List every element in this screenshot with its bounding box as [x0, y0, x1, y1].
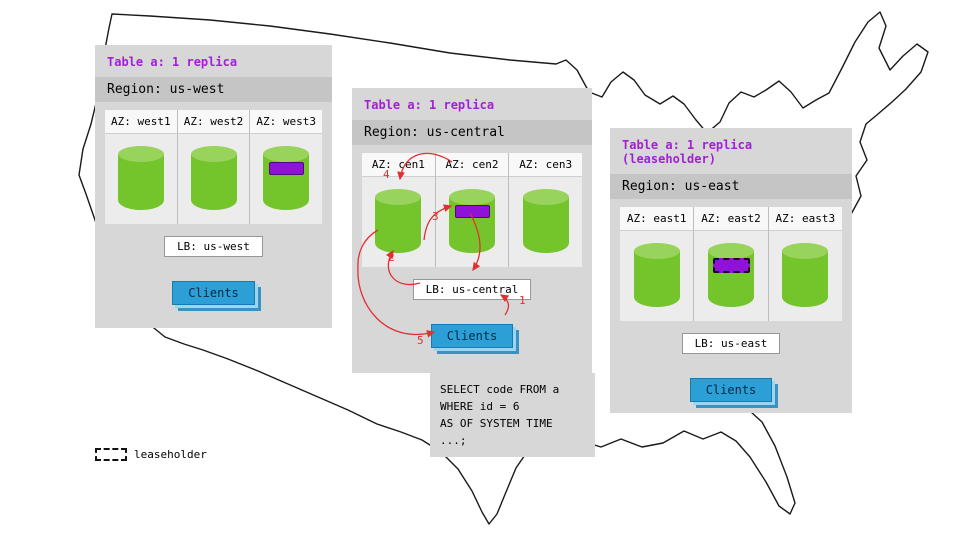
sql-line: AS OF SYSTEM TIME ...;: [440, 417, 553, 448]
az-column-west1: AZ: west1: [105, 110, 178, 224]
leaseholder-range-marker: [712, 258, 750, 273]
region-panel-us-east: Table a: 1 replica (leaseholder) Region:…: [610, 128, 852, 413]
az-label: AZ: east2: [694, 207, 768, 231]
sql-line: SELECT code FROM a: [440, 383, 560, 396]
az-area: AZ: cen1 AZ: cen2 AZ: cen3: [362, 153, 583, 267]
az-label: AZ: cen1: [362, 153, 435, 177]
db-replica-cylinder: [190, 146, 237, 210]
region-panel-us-west: Table a: 1 replica Region: us-west AZ: w…: [95, 45, 332, 328]
az-column-east1: AZ: east1: [620, 207, 695, 321]
sql-line: WHERE id = 6: [440, 400, 520, 414]
az-label: AZ: cen2: [435, 153, 509, 177]
az-column-west2: AZ: west2: [177, 110, 251, 224]
az-label: AZ: east3: [768, 207, 842, 231]
table-replica-label: Table a: 1 replica: [107, 55, 238, 69]
load-balancer-box: LB: us-west: [164, 236, 263, 257]
az-column-cen3: AZ: cen3: [509, 153, 583, 267]
sql-query-box: SELECT code FROM a WHERE id = 6 AS OF SY…: [430, 373, 595, 458]
region-title: Region: us-central: [352, 120, 592, 145]
clients-button[interactable]: Clients: [172, 281, 255, 305]
db-replica-cylinder: [633, 243, 680, 307]
db-replica-cylinder: [782, 243, 829, 307]
az-column-east2: AZ: east2: [694, 207, 769, 321]
replica-range-marker: [455, 205, 490, 218]
az-label: AZ: west3: [250, 110, 323, 134]
az-column-west3: AZ: west3: [250, 110, 323, 224]
clients-button[interactable]: Clients: [689, 378, 773, 402]
clients-button[interactable]: Clients: [430, 324, 514, 348]
db-replica-cylinder: [449, 189, 495, 253]
db-replica-cylinder: [375, 189, 422, 253]
table-replica-label: Table a: 1 replica (leaseholder): [622, 138, 753, 166]
db-replica-cylinder: [707, 243, 754, 307]
db-replica-cylinder: [117, 146, 164, 210]
region-panel-us-central: Table a: 1 replica Region: us-central AZ…: [352, 88, 592, 373]
az-label: AZ: west1: [105, 110, 177, 134]
az-label: AZ: east1: [620, 207, 694, 231]
load-balancer-box: LB: us-central: [412, 279, 532, 300]
legend-label: leaseholder: [134, 448, 207, 461]
load-balancer-box: LB: us-east: [681, 333, 781, 354]
az-area: AZ: east1 AZ: east2 AZ: east3: [620, 207, 842, 321]
az-label: AZ: cen3: [509, 153, 583, 177]
region-title: Region: us-west: [95, 77, 332, 102]
az-column-cen2: AZ: cen2: [435, 153, 510, 267]
db-replica-cylinder: [263, 146, 310, 210]
table-replica-label: Table a: 1 replica: [364, 98, 495, 112]
replica-range-marker: [269, 162, 305, 175]
az-label: AZ: west2: [177, 110, 250, 134]
region-title: Region: us-east: [610, 174, 852, 199]
leaseholder-swatch-icon: [95, 448, 127, 461]
az-column-east3: AZ: east3: [768, 207, 842, 321]
az-column-cen1: AZ: cen1: [362, 153, 436, 267]
db-replica-cylinder: [522, 189, 569, 253]
az-area: AZ: west1 AZ: west2 AZ: west3: [105, 110, 323, 224]
leaseholder-legend: leaseholder: [95, 448, 207, 461]
